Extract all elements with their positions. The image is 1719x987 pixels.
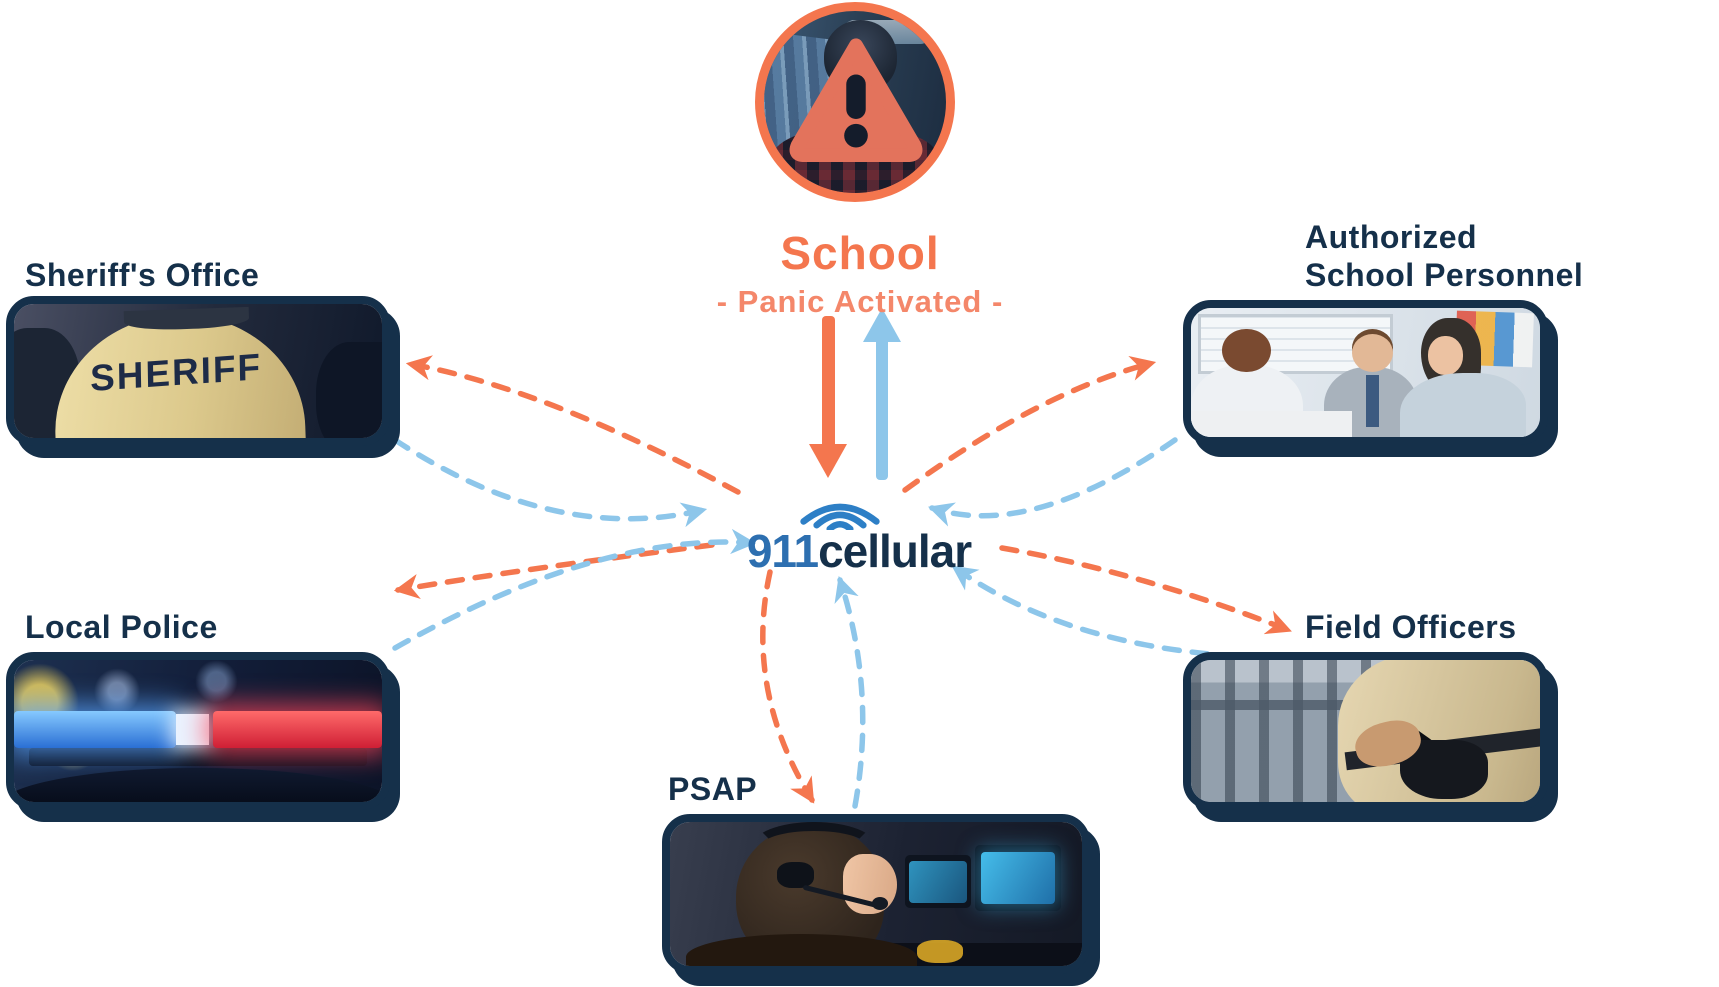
arrow-hub-to-field-icon (999, 545, 1292, 635)
school-hallway-photo (755, 2, 955, 202)
psap-label: PSAP (668, 771, 758, 807)
arrow-hub-to-psap-icon (760, 569, 815, 804)
school-personnel-photo (1183, 300, 1548, 445)
hub-logo-prefix: 911 (746, 525, 819, 577)
sheriff-office-label: Sheriff's Office (25, 257, 260, 293)
panic-activated-status: - Panic Activated - (716, 284, 1004, 319)
psap-dispatcher-photo (662, 814, 1090, 974)
lightbar-blue-segment (14, 711, 176, 749)
arrow-personnel-to-hub-icon (927, 437, 1178, 527)
sheriff-office-photo: SHERIFF (6, 296, 390, 446)
arrow-hub-to-personnel-icon (902, 356, 1157, 493)
authorized-personnel-label: Authorized School Personnel (1305, 219, 1584, 293)
lightbar-red-segment (212, 711, 382, 749)
arrow-field-to-hub-icon (951, 565, 1238, 659)
arrow-police-to-hub-icon (392, 528, 757, 651)
arrow-hub-to-sheriff-icon (405, 355, 741, 495)
hub-logo: 911cellular (659, 524, 1059, 578)
arrow-sheriff-to-hub-icon (392, 437, 708, 528)
local-police-photo (6, 652, 390, 810)
field-officers-label: Field Officers (1305, 609, 1517, 645)
arrow-hub-to-police-icon (393, 542, 715, 600)
field-officers-photo (1183, 652, 1548, 810)
wifi-signal-icon (800, 503, 880, 530)
warning-triangle-icon (789, 38, 923, 163)
local-police-label: Local Police (25, 609, 218, 645)
response-up-arrow-icon (863, 308, 901, 480)
hub-logo-suffix: cellular (818, 525, 972, 577)
arrow-psap-to-hub-icon (834, 575, 866, 809)
source-title: School (780, 227, 940, 279)
headset-band-icon (752, 822, 876, 871)
dispatch-monitor (981, 852, 1056, 905)
alert-down-arrow-icon (809, 316, 847, 478)
